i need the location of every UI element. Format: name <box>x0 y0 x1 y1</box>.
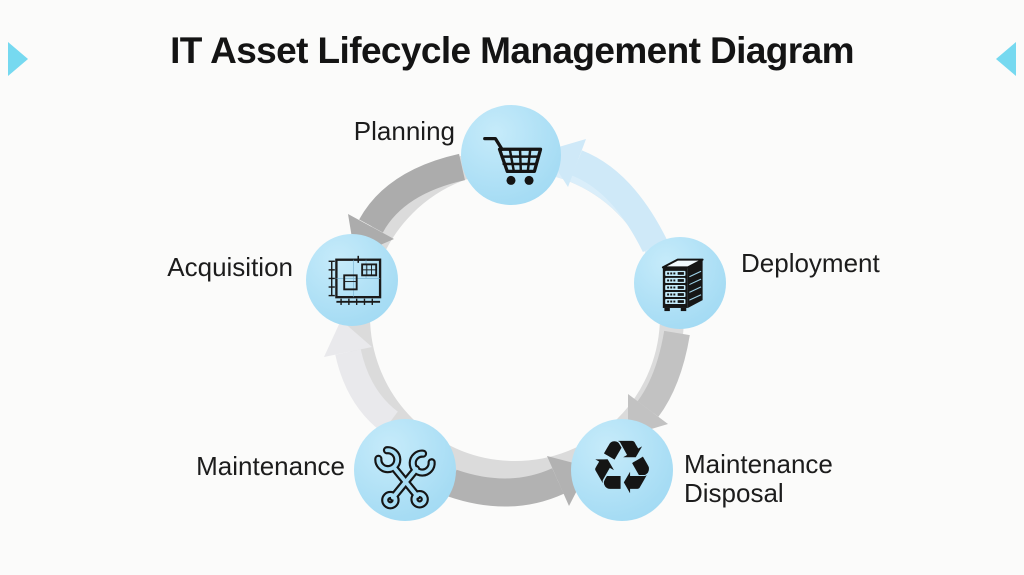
node-deployment <box>634 237 726 329</box>
label-deployment: Deployment <box>741 248 880 278</box>
shopping-cart-icon <box>483 136 543 185</box>
recycle-icon: ♻︎ <box>588 425 656 511</box>
crossed-wrenches-icon <box>374 446 436 510</box>
right-edge-triangle-icon <box>996 42 1016 76</box>
label-maintenance-disposal: Maintenance Disposal <box>684 449 833 509</box>
label-maintenance: Maintenance <box>196 451 345 481</box>
page-title: IT Asset Lifecycle Management Diagram <box>170 30 854 71</box>
node-planning <box>461 105 561 205</box>
left-edge-triangle-icon <box>8 42 28 76</box>
arrow-maintenance-to-acquisition <box>324 320 399 433</box>
blueprint-icon <box>328 255 382 305</box>
label-acquisition: Acquisition <box>167 252 293 282</box>
arrow-deployment-to-planning <box>545 139 668 253</box>
label-planning: Planning <box>353 116 455 146</box>
server-rack-icon <box>661 258 704 312</box>
node-acquisition <box>306 234 398 326</box>
node-maintenance-disposal: ♻︎ <box>571 419 673 521</box>
node-maintenance <box>354 419 456 521</box>
